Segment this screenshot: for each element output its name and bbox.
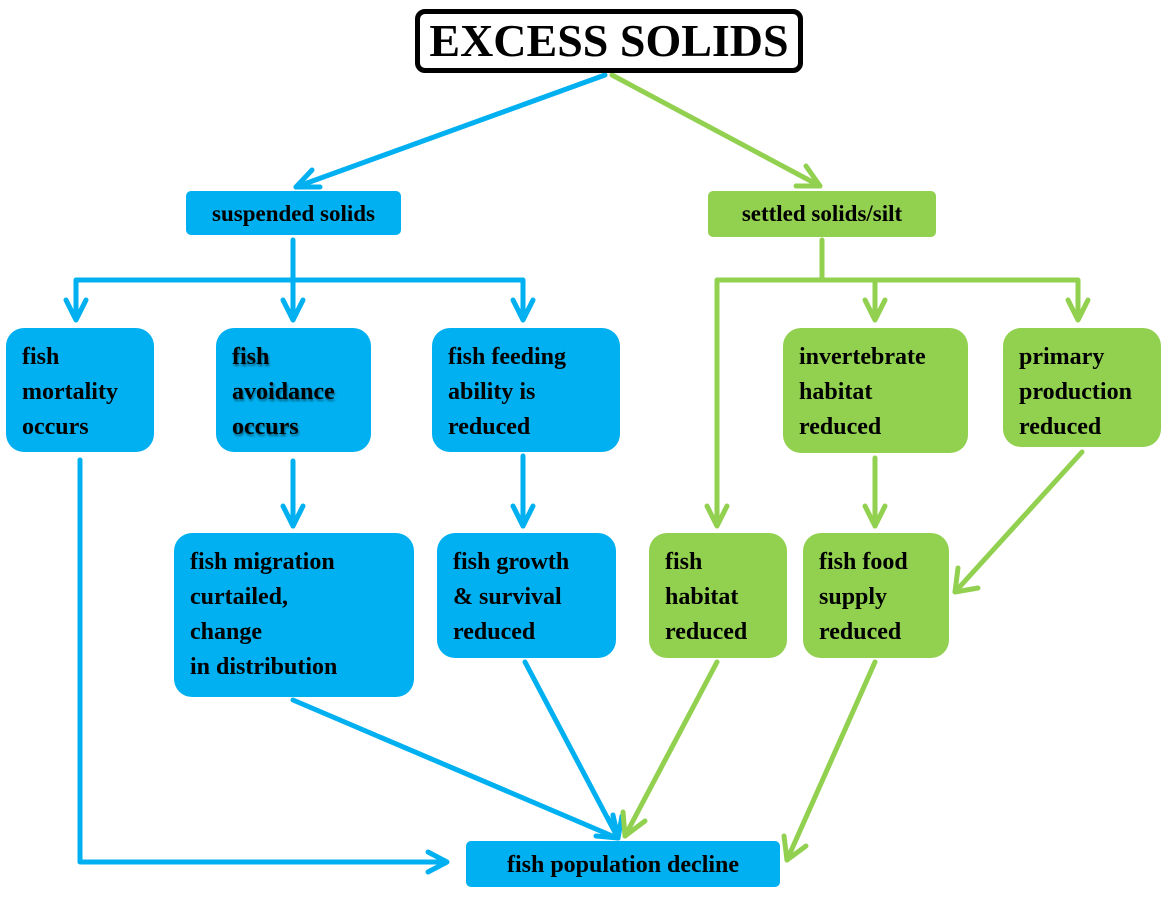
node-fish-food-supply: fish food supply reduced	[803, 533, 949, 658]
node-fish-avoidance: fish avoidance occurs	[216, 328, 371, 452]
node-fish-mortality: fish mortality occurs	[6, 328, 154, 452]
arrow-suspended-branches	[63, 237, 536, 323]
node-fish-growth: fish growth & survival reduced	[437, 533, 616, 658]
arrow-title-to-suspended	[293, 72, 608, 190]
node-fish-population-decline: fish population decline	[466, 841, 780, 887]
arrow-title-to-settled	[609, 72, 823, 189]
node-fish-feeding: fish feeding ability is reduced	[432, 328, 620, 452]
node-suspended-solids: suspended solids	[186, 191, 401, 235]
title-text: EXCESS SOLIDS	[429, 15, 789, 66]
node-label: suspended solids	[212, 201, 375, 226]
node-label: settled solids/silt	[741, 201, 903, 226]
arrow-suspended-second-level	[280, 453, 536, 529]
arrow-to-outcome-green	[620, 659, 878, 863]
node-fish-migration: fish migration curtailed, change in dist…	[174, 533, 414, 697]
node-fish-habitat: fish habitat reduced	[649, 533, 787, 658]
node-invertebrate-habitat: invertebrate habitat reduced	[783, 328, 968, 453]
title-box-excess-solids: EXCESS SOLIDS	[415, 9, 803, 73]
node-settled-solids: settled solids/silt	[708, 191, 936, 237]
node-primary-production: primary production reduced	[1003, 328, 1161, 447]
node-label: fish population decline	[506, 852, 740, 878]
